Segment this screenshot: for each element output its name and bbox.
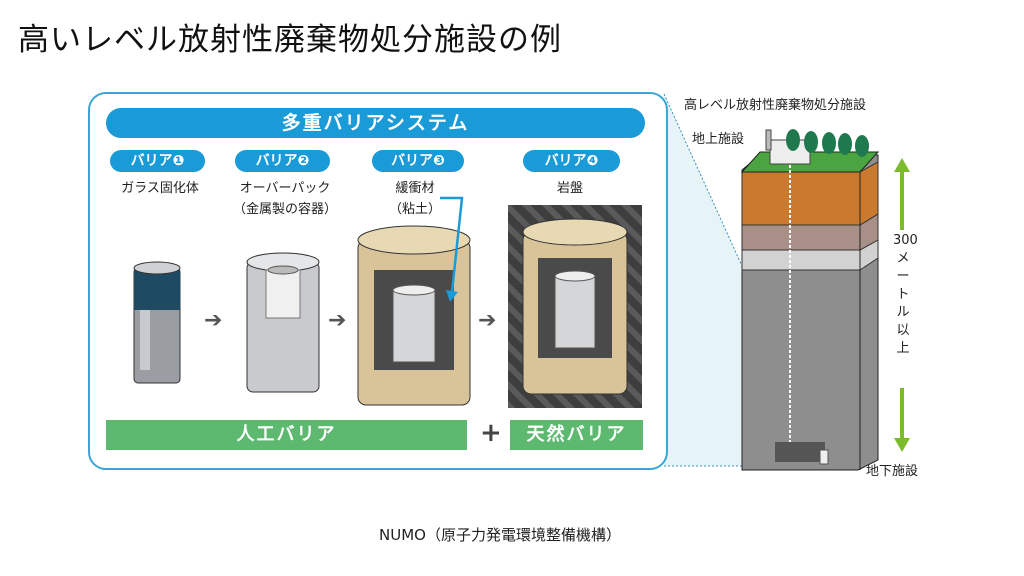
barrier-3-pill: バリア❸ bbox=[372, 150, 464, 172]
bedrock-illustration bbox=[508, 205, 642, 408]
multi-barrier-banner: 多重バリアシステム bbox=[106, 108, 645, 138]
page-title: 高いレベル放射性廃棄物処分施設の例 bbox=[18, 22, 562, 58]
barrier-3-label: 緩衝材（粘土） bbox=[388, 181, 441, 217]
barrier-1-pill: バリア❶ bbox=[110, 150, 205, 172]
arrow-icon: ➔ bbox=[478, 308, 497, 333]
arrow-icon: ➔ bbox=[328, 308, 347, 333]
barrier-4-label: 岩盤 bbox=[556, 181, 583, 196]
depth-label: 300メートル以上 bbox=[893, 233, 918, 356]
overpack-illustration bbox=[246, 252, 320, 393]
artificial-barrier-bar: 人工バリア bbox=[106, 420, 467, 450]
barrier-1-label: ガラス固化体 bbox=[121, 181, 199, 196]
glass-canister-illustration bbox=[133, 261, 181, 384]
buffer-clay-illustration bbox=[357, 196, 471, 406]
surface-facility-label: 地上施設 bbox=[692, 132, 745, 147]
barrier-4-pill: バリア❹ bbox=[523, 150, 620, 172]
source-credit: NUMO（原子力発電環境整備機構） bbox=[379, 526, 621, 544]
barrier-2-pill: バリア❷ bbox=[235, 150, 330, 172]
facility-title: 高レベル放射性廃棄物処分施設 bbox=[684, 98, 867, 113]
underground-facility-label: 地下施設 bbox=[866, 464, 919, 479]
arrow-icon: ➔ bbox=[204, 308, 223, 333]
barrier-2-label: オーバーパック（金属製の容器） bbox=[232, 181, 337, 217]
natural-barrier-bar: 天然バリア bbox=[510, 420, 643, 450]
plus-sign: + bbox=[480, 418, 502, 448]
